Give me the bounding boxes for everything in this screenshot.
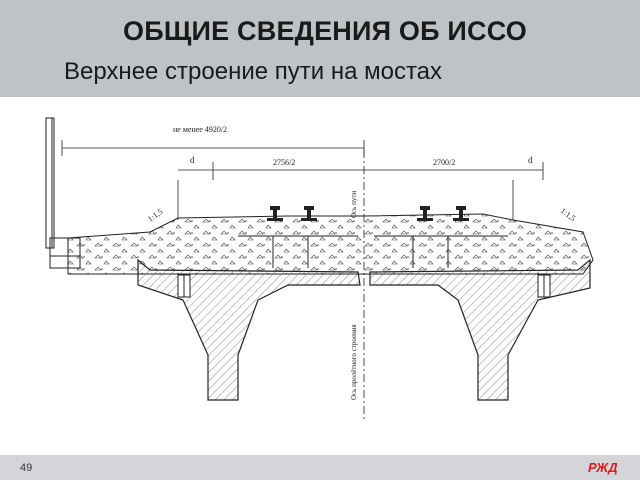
rails-right [417, 206, 469, 221]
sleepers [238, 235, 508, 268]
bridge-cross-section-drawing: не менее 4920/2 2756/2 2700/2 d d 1:1,5 … [45, 117, 594, 420]
slope-right-label: 1:1,5 [559, 206, 577, 223]
span-axis-label: Ось пролётного строения [350, 323, 358, 400]
ballast-prism [67, 213, 594, 275]
dim-overall-label: не менее 4920/2 [173, 125, 227, 134]
slide-title: ОБЩИЕ СВЕДЕНИЯ ОБ ИССО [123, 16, 527, 46]
dimension-tracks [177, 162, 544, 220]
header-band [0, 0, 640, 97]
dim-right-label: 2700/2 [433, 158, 455, 167]
track-axis-label: Ось пути [350, 191, 358, 218]
deck-left [137, 258, 361, 401]
svg-text:РЖД: РЖД [588, 460, 618, 475]
slide-subtitle: Верхнее строение пути на мостах [64, 58, 443, 85]
rzd-logo: РЖД [588, 460, 618, 475]
anchor-bolts [177, 274, 551, 298]
mark-d-left: d [190, 155, 195, 165]
dim-left-label: 2756/2 [273, 158, 295, 167]
left-railing [45, 117, 55, 249]
mark-d-right: d [528, 155, 533, 165]
rails-left [267, 206, 317, 221]
left-cornice [49, 237, 81, 269]
page-number: 49 [20, 462, 33, 474]
footer-band [0, 455, 640, 480]
slope-left-label: 1:1,5 [146, 207, 164, 224]
deck-right [369, 258, 591, 401]
dimension-overall [61, 140, 365, 156]
